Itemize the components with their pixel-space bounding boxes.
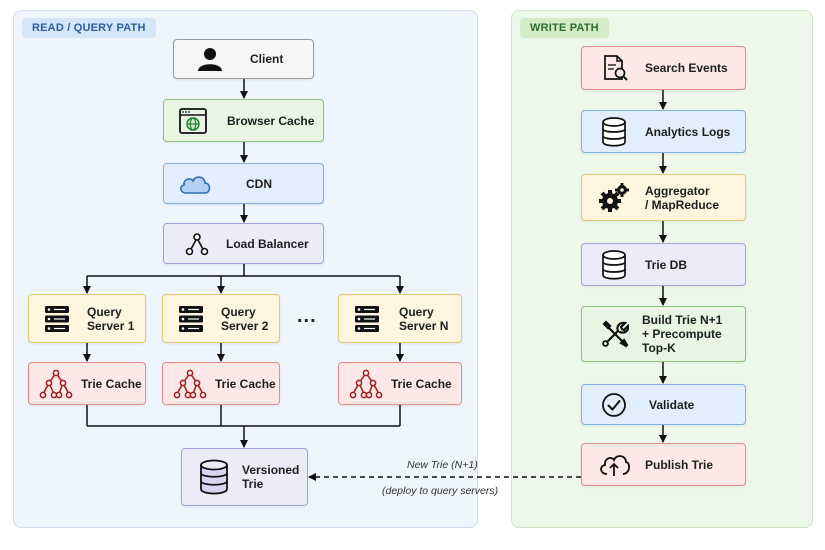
database-icon [600, 249, 628, 280]
trie-cache-n-label: Trie Cache [391, 376, 452, 391]
server-stack-icon [353, 305, 381, 333]
trie-db-label: Trie DB [645, 257, 688, 272]
cloud-icon [178, 173, 212, 195]
trie-cache-2-label: Trie Cache [215, 376, 276, 391]
browser-cache-label: Browser Cache [227, 113, 315, 128]
load-balancer-node[interactable]: Load Balancer [163, 223, 324, 264]
tree-icon [173, 369, 207, 399]
database-icon [198, 459, 230, 495]
client-node[interactable]: Client [173, 39, 314, 79]
versioned-trie-label: Versioned Trie [242, 463, 300, 491]
trie-cache-2-node[interactable]: Trie Cache [162, 362, 280, 405]
cdn-node[interactable]: CDN [163, 163, 324, 204]
validate-label: Validate [649, 397, 695, 412]
database-icon [600, 116, 628, 147]
publish-edge-sublabel: (deploy to query servers) [382, 485, 499, 497]
cloud-upload-icon [598, 452, 630, 478]
validate-node[interactable]: Validate [581, 384, 746, 425]
query-server-1-node[interactable]: Query Server 1 [28, 294, 146, 343]
analytics-logs-label: Analytics Logs [645, 124, 731, 139]
publish-trie-node[interactable]: Publish Trie [581, 443, 746, 486]
tree-icon [39, 369, 73, 399]
trie-cache-1-node[interactable]: Trie Cache [28, 362, 146, 405]
query-server-n-node[interactable]: Query Server N [338, 294, 462, 343]
search-events-label: Search Events [645, 61, 728, 75]
read-path-title: READ / QUERY PATH [22, 18, 156, 38]
build-trie-node[interactable]: Build Trie N+1 + Precompute Top-K [581, 306, 746, 362]
server-stack-icon [177, 305, 205, 333]
write-path-title: WRITE PATH [520, 18, 609, 38]
aggregator-node[interactable]: Aggregator / MapReduce [581, 174, 746, 221]
query-server-n-label: Query Server N [399, 304, 449, 333]
check-circle-icon [600, 392, 628, 418]
tree-icon [349, 369, 383, 399]
versioned-trie-node[interactable]: Versioned Trie [181, 448, 308, 506]
load-balancer-label: Load Balancer [226, 236, 309, 251]
publish-edge-label: New Trie (N+1) [407, 459, 478, 471]
server-stack-icon [43, 305, 71, 333]
query-server-2-node[interactable]: Query Server 2 [162, 294, 280, 343]
aggregator-label: Aggregator / MapReduce [645, 183, 720, 212]
search-events-node[interactable]: Search Events [581, 46, 746, 90]
more-servers-ellipsis: ... [297, 305, 317, 327]
browser-cache-node[interactable]: Browser Cache [163, 99, 324, 142]
cdn-label: CDN [246, 176, 272, 191]
gears-icon [598, 182, 630, 214]
browser-globe-icon [178, 107, 208, 134]
trie-cache-1-label: Trie Cache [81, 376, 142, 391]
user-icon [196, 46, 224, 72]
trie-db-node[interactable]: Trie DB [581, 243, 746, 286]
publish-trie-label: Publish Trie [645, 457, 714, 472]
trie-cache-n-node[interactable]: Trie Cache [338, 362, 462, 405]
query-server-2-label: Query Server 2 [221, 304, 269, 333]
query-server-1-label: Query Server 1 [87, 304, 135, 333]
network-split-icon [184, 232, 210, 256]
document-search-icon [600, 54, 630, 82]
analytics-logs-node[interactable]: Analytics Logs [581, 110, 746, 153]
tools-icon [600, 320, 630, 348]
client-label: Client [250, 52, 284, 66]
build-trie-label: Build Trie N+1 + Precompute Top-K [642, 313, 723, 355]
